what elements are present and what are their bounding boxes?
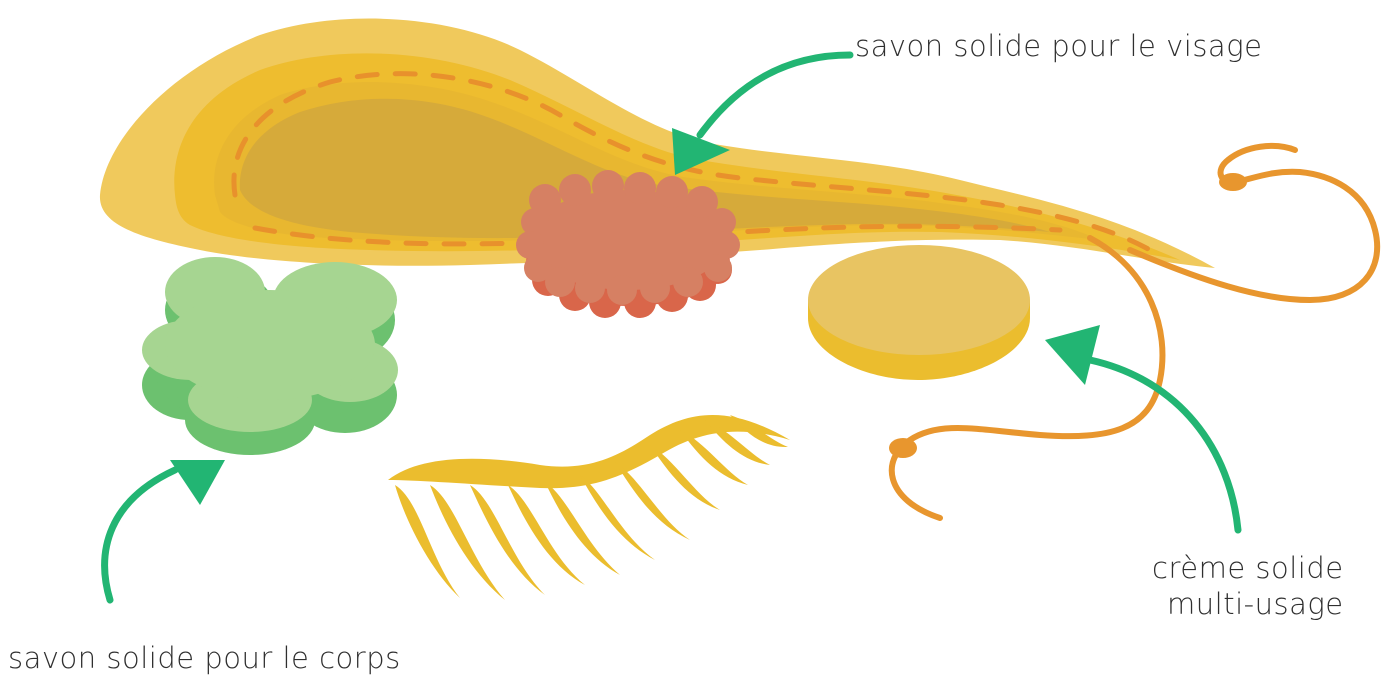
body-soap-icon <box>142 257 398 455</box>
face-soap-icon <box>516 170 740 318</box>
brush-icon <box>388 415 790 600</box>
body-soap-label: savon solide pour le corps <box>8 640 401 676</box>
cord-knot-icon <box>1219 173 1247 191</box>
solid-cream-icon <box>808 245 1030 380</box>
cord-knot-icon <box>889 438 917 458</box>
arrow-body-icon <box>105 460 225 600</box>
cream-label: crème solide multi-usage <box>1152 550 1344 623</box>
cream-label-line1: crème solide <box>1152 550 1344 586</box>
arrow-cream-icon <box>1045 325 1238 530</box>
face-soap-label: savon solide pour le visage <box>855 28 1262 64</box>
cream-label-line2: multi-usage <box>1152 586 1344 622</box>
